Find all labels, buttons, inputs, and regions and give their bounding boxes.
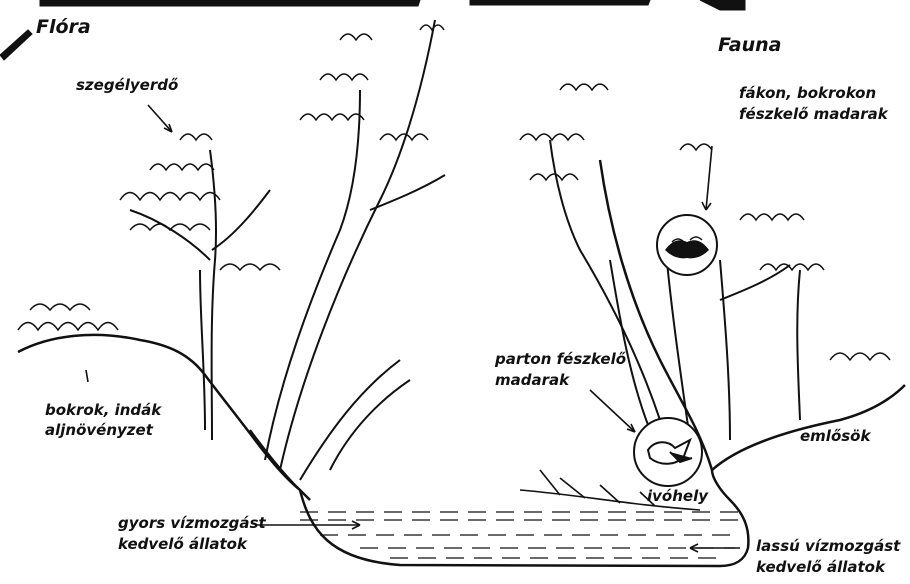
fakon-label-line2: fészkelő madarak [739, 105, 888, 124]
parton-label-line2: madarak [495, 371, 569, 390]
left-foliage [18, 25, 444, 330]
lassu-label-line1: lassú vízmozgást [756, 537, 900, 556]
lassu-label-line2: kedvelő állatok [756, 558, 885, 577]
gyors-label-line2: kedvelő állatok [118, 535, 247, 554]
emlosok-label: emlősök [800, 427, 870, 446]
right-trees [550, 140, 800, 440]
top-edge-marks [0, 0, 745, 60]
szegelyerdo-label: szegélyerdő [76, 76, 178, 95]
bokrok-label-line2: aljnövényzet [45, 421, 153, 440]
parton-label-line1: parton fészkelő [495, 350, 626, 369]
nest-inset [657, 215, 717, 275]
ivohely-label: ivóhely [647, 487, 708, 506]
water-lines [300, 512, 745, 558]
bird-inset [634, 418, 702, 486]
fakon-label-line1: fákon, bokrokon [739, 84, 876, 103]
flora-heading: Flóra [36, 18, 91, 37]
pointer-arrows [86, 105, 740, 552]
gyors-label-line1: gyors vízmozgást [118, 514, 266, 533]
bokrok-label-line1: bokrok, indák [45, 401, 161, 420]
fauna-heading: Fauna [718, 36, 782, 55]
